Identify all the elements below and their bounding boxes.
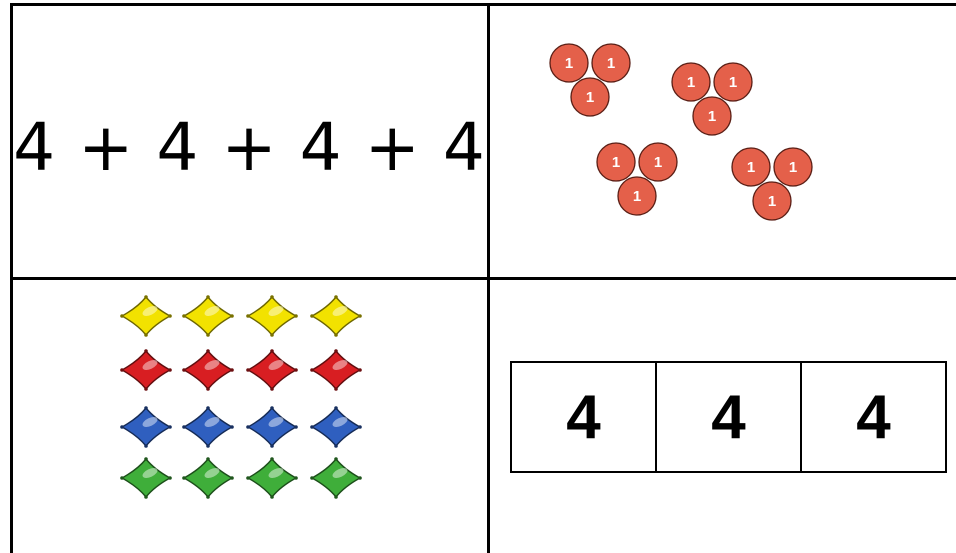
counter: 1 (550, 44, 588, 82)
bar-model: 4 4 4 (510, 361, 947, 473)
counter: 1 (618, 177, 656, 215)
counter-label: 1 (747, 159, 755, 176)
cushion-blue (182, 406, 234, 448)
cushion-green (310, 457, 362, 499)
counter-label: 1 (607, 55, 615, 72)
counter: 1 (592, 44, 630, 82)
cushion-red (310, 349, 362, 391)
cushion-yellow (182, 295, 234, 337)
cushion-green (182, 457, 234, 499)
counter-label: 1 (612, 154, 620, 171)
counter: 1 (597, 143, 635, 181)
cushion-red (246, 349, 298, 391)
cushion-blue (310, 406, 362, 448)
cushion-yellow (120, 295, 172, 337)
counter-label: 1 (789, 159, 797, 176)
counter-label: 1 (729, 74, 737, 91)
counter-label: 1 (768, 193, 776, 210)
cushion-array (120, 295, 362, 499)
cushion-green (246, 457, 298, 499)
counter: 1 (732, 148, 770, 186)
counter-label: 1 (708, 108, 716, 125)
counter: 1 (714, 63, 752, 101)
bar-model-cell: 4 (800, 363, 945, 471)
cushion-green (120, 457, 172, 499)
cushion-blue (120, 406, 172, 448)
counter-label: 1 (586, 89, 594, 106)
cushion-blue (246, 406, 298, 448)
counter: 1 (639, 143, 677, 181)
counter-label: 1 (687, 74, 695, 91)
counter: 1 (571, 78, 609, 116)
bar-model-cell: 4 (512, 363, 655, 471)
counter: 1 (753, 182, 791, 220)
counter-label: 1 (633, 188, 641, 205)
counter: 1 (693, 97, 731, 135)
counter: 1 (672, 63, 710, 101)
cushion-red (182, 349, 234, 391)
cushion-yellow (246, 295, 298, 337)
cushion-red (120, 349, 172, 391)
bar-model-cell: 4 (655, 363, 800, 471)
counter: 1 (774, 148, 812, 186)
cushion-yellow (310, 295, 362, 337)
counter-label: 1 (565, 55, 573, 72)
counter-label: 1 (654, 154, 662, 171)
